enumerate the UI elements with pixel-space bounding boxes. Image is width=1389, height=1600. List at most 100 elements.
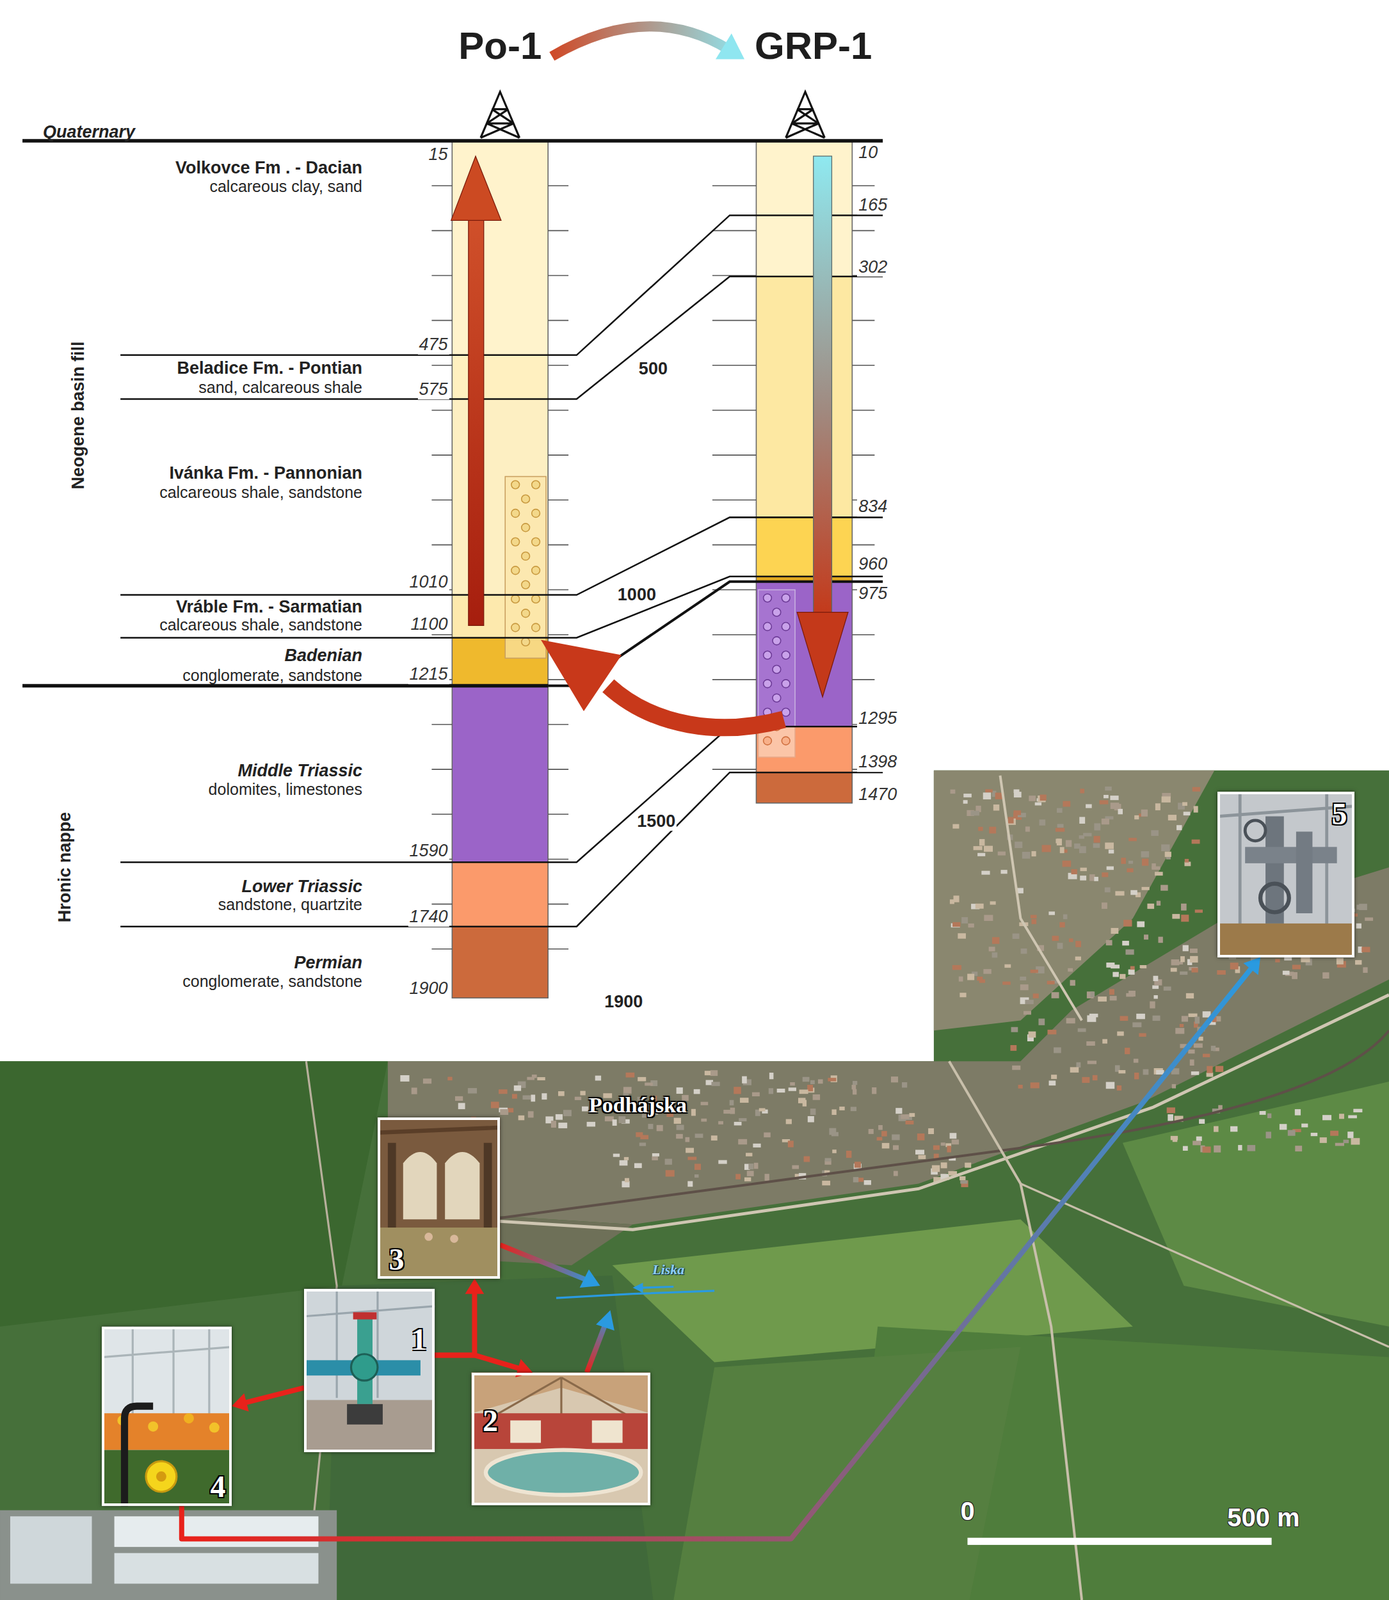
houses-part [882, 1143, 890, 1149]
houses-part [983, 915, 993, 922]
depth-ticks-part [431, 230, 452, 232]
houses-part [411, 1087, 418, 1094]
well-logs-part [755, 140, 852, 804]
houses-part [1035, 802, 1042, 806]
reservoir-pattern-part [531, 595, 541, 604]
depth-ticks-part [712, 409, 757, 411]
houses-part [1136, 921, 1145, 928]
houses-part [1150, 830, 1159, 836]
depth-ticks-part [431, 948, 452, 950]
well-logs-part [755, 275, 852, 518]
houses-part [1211, 1045, 1216, 1052]
houses-part [1170, 967, 1178, 972]
houses-part [1138, 1033, 1146, 1037]
houses-part [787, 1140, 794, 1148]
houses-part [676, 1124, 685, 1130]
houses-part [1230, 962, 1239, 970]
houses-part [1172, 914, 1180, 919]
houses-part [1171, 959, 1180, 966]
correlation-lines-part [120, 576, 883, 639]
aerial-map-part [586, 1324, 606, 1373]
houses-part [964, 1163, 972, 1169]
depth-number: 15 [426, 145, 449, 166]
houses-part [639, 1142, 646, 1146]
houses-part [1067, 968, 1073, 972]
houses-part [1213, 1126, 1219, 1133]
houses-part [1052, 935, 1060, 941]
houses-part [1019, 976, 1027, 981]
houses-part [1070, 869, 1077, 875]
depth-ticks-part [547, 499, 569, 501]
houses-part [735, 1173, 741, 1180]
houses-part [1063, 914, 1068, 920]
depth-ticks-part [431, 499, 452, 501]
houses-part [802, 1077, 810, 1082]
well-logs-part [755, 517, 852, 577]
callout-number: 3 [388, 1244, 404, 1276]
houses-part [738, 1139, 747, 1145]
houses-part [1030, 1082, 1040, 1089]
houses-part [961, 917, 968, 924]
houses-part [1106, 1082, 1116, 1090]
houses-part [1018, 1084, 1023, 1089]
photo-art-part [485, 1450, 641, 1496]
lithology-note: conglomerate, sandstone [182, 666, 363, 685]
houses-part [499, 1109, 509, 1116]
houses-part [799, 1089, 809, 1094]
houses-part [1116, 1085, 1122, 1091]
reservoir-pattern-part [531, 623, 541, 632]
houses-part [626, 1072, 635, 1078]
houses-part [1191, 839, 1201, 845]
houses-part [498, 1089, 508, 1094]
lithology-note: calcareous shale, sandstone [159, 617, 363, 635]
houses-part [665, 1159, 673, 1165]
houses-part [1250, 956, 1260, 964]
houses-part [988, 946, 996, 952]
lithology-note: calcareous shale, sandstone [159, 483, 363, 502]
well-label: GRP-1 [748, 22, 879, 70]
houses-part [1189, 1059, 1195, 1066]
reservoir-pattern-part [511, 537, 520, 546]
houses-part [1059, 922, 1065, 928]
depth-number: 1215 [407, 665, 449, 685]
houses-part [541, 1093, 547, 1100]
houses-part [1075, 1062, 1081, 1068]
houses-part [1097, 996, 1107, 1002]
houses-part [619, 1160, 628, 1166]
well-logs-part [451, 156, 502, 221]
houses-part [1294, 1109, 1301, 1116]
houses-part [684, 1137, 690, 1143]
houses-part [1180, 903, 1187, 911]
houses-part [746, 1170, 755, 1176]
houses-part [1136, 1013, 1146, 1020]
houses-part [1079, 788, 1085, 794]
houses-part [905, 1120, 915, 1125]
houses-part [1196, 1026, 1205, 1032]
depth-ticks-part [431, 634, 452, 636]
houses-part [827, 1077, 836, 1082]
houses-part [946, 1145, 952, 1153]
houses-part [595, 1075, 602, 1082]
houses-part [990, 901, 996, 905]
houses-part [1161, 844, 1170, 852]
depth-ticks-part [851, 364, 875, 367]
houses-part [458, 1102, 466, 1110]
houses-part [1106, 940, 1113, 946]
houses-part [744, 1177, 751, 1182]
houses-part [1168, 814, 1177, 821]
well-logs-part [755, 726, 852, 773]
houses-part [700, 1102, 709, 1106]
formation-name: Volkovce Fm . - Dacian [175, 158, 363, 178]
reservoir-pattern-part [781, 594, 790, 603]
houses-part [1143, 1069, 1149, 1076]
depth-ticks-part [431, 320, 452, 322]
aerial-map-part [10, 1516, 93, 1584]
houses-part [1057, 942, 1064, 949]
photo-art-part [471, 1413, 651, 1450]
houses-part [1093, 843, 1101, 849]
formation-name: Beladice Fm. - Pontian [176, 359, 363, 379]
depth-ticks-part [431, 544, 452, 546]
well-logs-part [451, 926, 548, 999]
houses-part [579, 1091, 586, 1096]
houses-part [1079, 816, 1085, 824]
